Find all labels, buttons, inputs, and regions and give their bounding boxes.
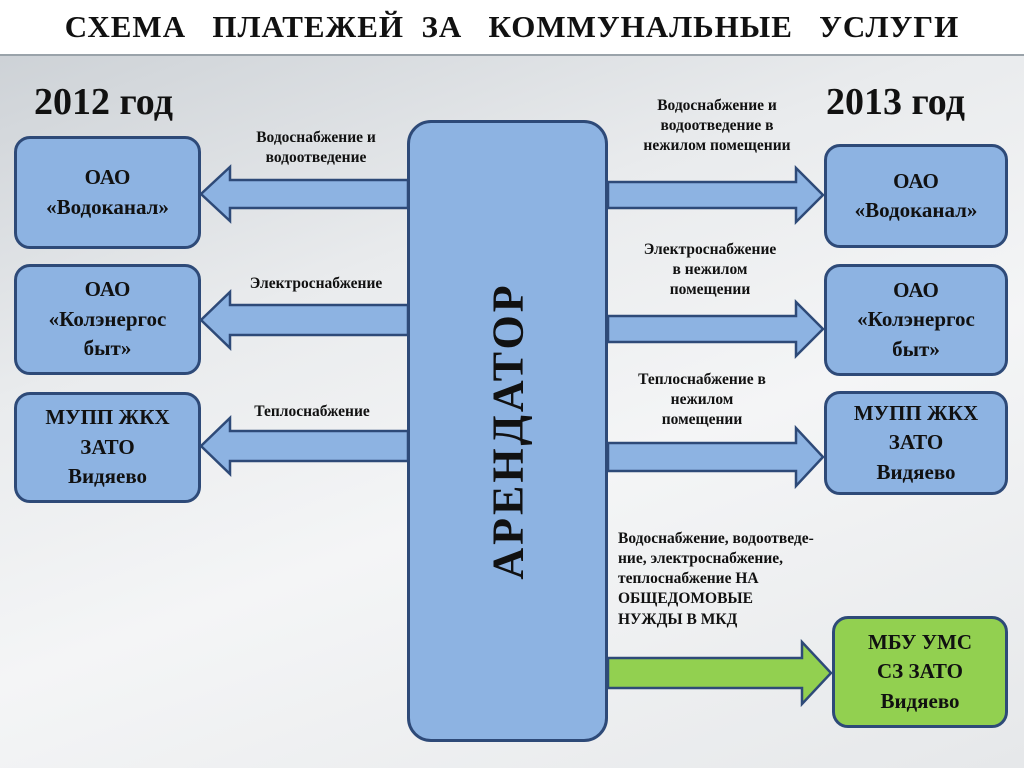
right-label-heat: Теплоснабжение в нежилом помещении: [638, 371, 766, 429]
right-box-mbu-ums: МБУ УМС СЗ ЗАТО Видяево: [832, 616, 1008, 728]
left-label-heat: Теплоснабжение: [254, 403, 370, 420]
arrow-left-water: [199, 164, 410, 224]
arrow-right-heat: [606, 424, 825, 490]
left-box-mupp-zhkh: МУПП ЖКХ ЗАТО Видяево: [14, 392, 201, 503]
right-box-kolenergosbyt: ОАО «Колэнергос быт»: [824, 264, 1008, 376]
right-box-vodokanal: ОАО «Водоканал»: [824, 144, 1008, 248]
arrow-left-heat: [199, 415, 410, 477]
right-label-water: Водоснабжение и водоотведение в нежилом …: [643, 97, 791, 155]
left-box-kolenergosbyt: ОАО «Колэнергос быт»: [14, 264, 201, 375]
arrow-right-common-needs: [606, 638, 833, 708]
arrow-right-electric: [606, 298, 825, 360]
year-left: 2012 год: [34, 81, 173, 123]
left-label-electric: Электроснабжение: [249, 275, 383, 292]
arrow-right-water: [606, 164, 825, 226]
left-box-vodokanal: ОАО «Водоканал»: [14, 136, 201, 249]
tenant-label: АРЕНДАТОР: [483, 282, 532, 580]
title-bar: СХЕМА ПЛАТЕЖЕЙ ЗА КОММУНАЛЬНЫЕ УСЛУГИ: [0, 0, 1024, 56]
slide-title: СХЕМА ПЛАТЕЖЕЙ ЗА КОММУНАЛЬНЫЕ УСЛУГИ: [64, 9, 960, 44]
year-right: 2013 год: [826, 81, 965, 123]
right-box-mupp-zhkh: МУПП ЖКХ ЗАТО Видяево: [824, 391, 1008, 495]
arrow-left-electric: [199, 289, 410, 351]
tenant-box: АРЕНДАТОР: [407, 120, 608, 742]
right-label-common-needs: Водоснабжение, водоотведе- ние, электрос…: [618, 530, 814, 628]
left-label-water: Водоснабжение и водоотведение: [256, 129, 376, 167]
right-label-electric: Электроснабжение в нежилом помещении: [643, 241, 777, 299]
